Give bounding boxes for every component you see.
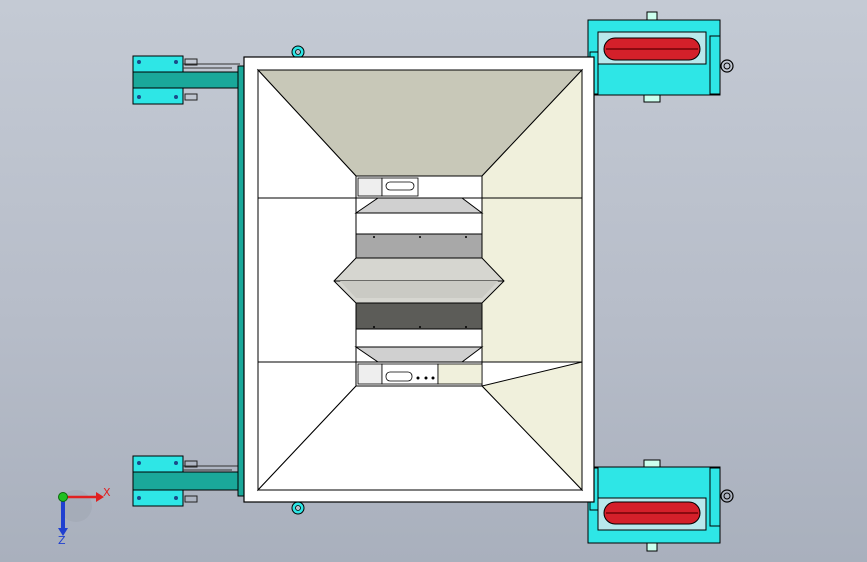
z-axis-label: Z	[58, 534, 66, 547]
bottom-wheel-assembly	[587, 459, 734, 552]
y-axis-origin-icon	[58, 492, 68, 502]
top-lifting-lug	[291, 45, 305, 59]
bottom-lifting-lug	[291, 501, 305, 515]
nut-icon	[720, 489, 734, 503]
hopper-body[interactable]	[243, 56, 595, 503]
top-wheel-assembly	[587, 11, 734, 103]
left-top-bracket	[132, 55, 244, 105]
nut-icon	[720, 59, 734, 73]
left-bottom-bracket	[132, 455, 244, 507]
x-axis-label: X	[103, 486, 111, 499]
